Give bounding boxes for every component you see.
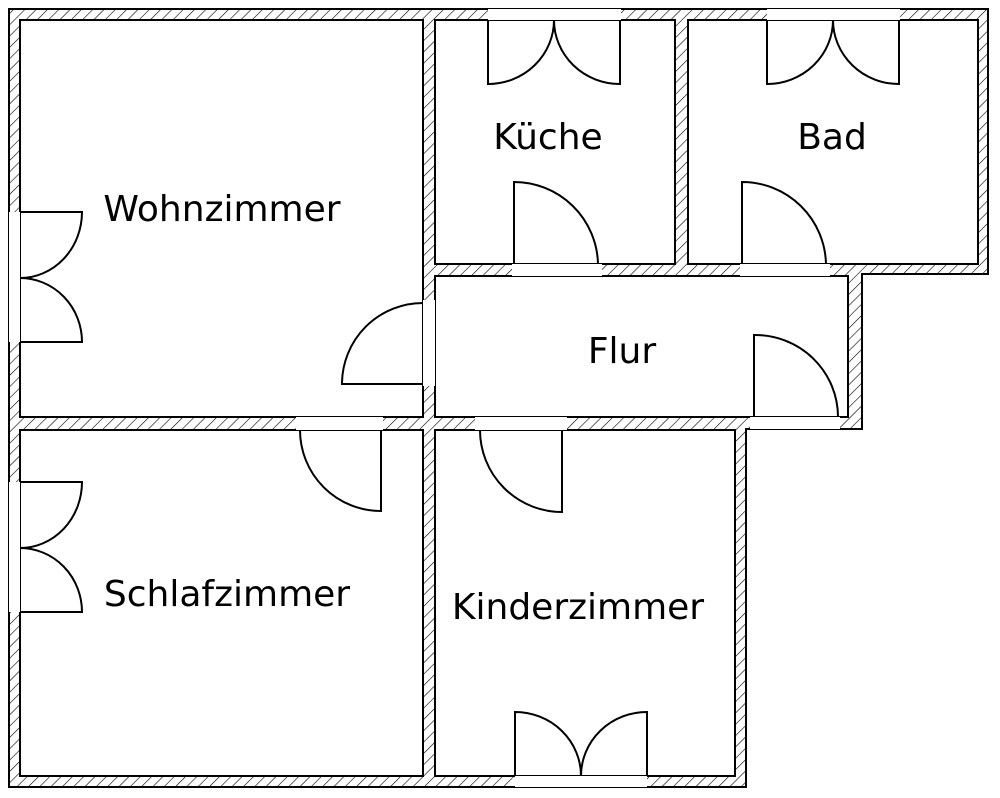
- room-kinderzimmer: [434, 429, 736, 777]
- door-bad: [741, 180, 827, 265]
- label-flur: Flur: [588, 331, 657, 372]
- window-kueche: [487, 19, 621, 86]
- window-wohnzimmer: [19, 211, 84, 343]
- window-schlafzimmer: [19, 481, 84, 613]
- door-flur: [753, 333, 839, 418]
- door-schlafzimmer: [299, 429, 382, 513]
- label-kueche: Küche: [493, 117, 602, 158]
- room-bad: [687, 19, 979, 265]
- door-kueche: [513, 180, 599, 265]
- door-wohnzimmer: [340, 302, 424, 385]
- rooms: [19, 19, 979, 777]
- label-wohnzimmer: Wohnzimmer: [103, 189, 340, 230]
- room-wohnzimmer: [19, 19, 424, 418]
- door-swings: [19, 19, 900, 777]
- wall-openings: [9, 9, 900, 787]
- window-bad: [766, 19, 900, 86]
- label-kinderzimmer: Kinderzimmer: [452, 587, 704, 628]
- label-schlafzimmer: Schlafzimmer: [104, 574, 350, 615]
- window-kinderzimmer: [514, 710, 648, 777]
- room-flur: [434, 275, 849, 418]
- label-bad: Bad: [797, 117, 867, 158]
- room-schlafzimmer: [19, 429, 424, 777]
- door-kinderzimmer: [479, 429, 563, 514]
- room-labels: Wohnzimmer Küche Bad Flur Schlafzimmer K…: [103, 117, 866, 628]
